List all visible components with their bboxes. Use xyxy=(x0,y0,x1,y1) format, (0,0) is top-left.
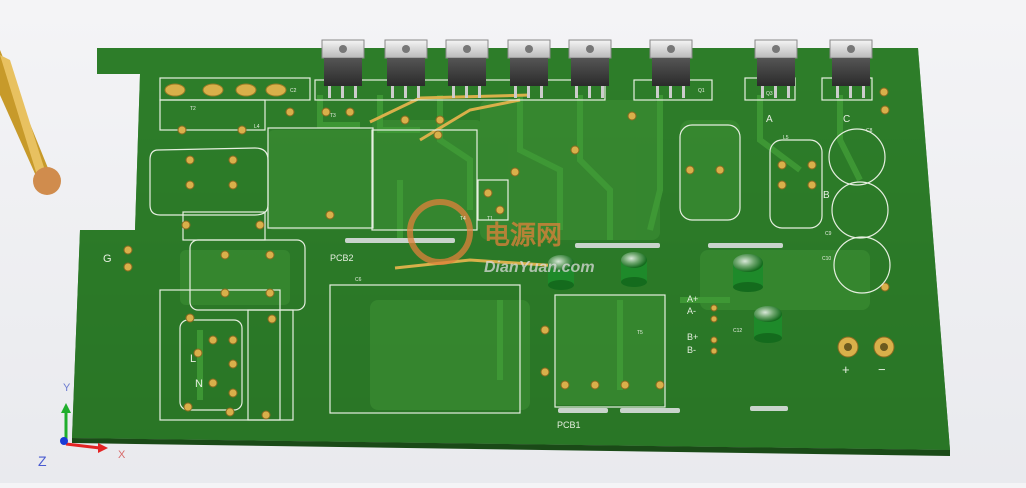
refdes: Q3 xyxy=(766,91,773,97)
watermark: 电源网 DianYuan.com xyxy=(407,199,595,276)
mosfet-row xyxy=(321,39,873,98)
label-c-top: C xyxy=(843,114,850,125)
mosfet xyxy=(507,39,551,98)
connector-strips xyxy=(345,238,788,413)
board-labels: G L N PCB2 PCB1 A C B A+ A- B+ B- + − T2… xyxy=(103,88,886,430)
refdes: C9 xyxy=(825,231,832,237)
label-b-plus: B+ xyxy=(687,332,698,342)
refdes: T4 xyxy=(460,216,466,222)
label-pcb2: PCB2 xyxy=(330,253,354,263)
silkscreen xyxy=(149,77,873,421)
refdes: C6 xyxy=(355,277,362,283)
refdes: Q1 xyxy=(698,88,705,94)
capacitor xyxy=(754,306,782,343)
label-b-side: B xyxy=(823,190,830,201)
label-a-minus: A- xyxy=(687,306,696,316)
refdes: C10 xyxy=(822,256,831,262)
label-plus: + xyxy=(842,362,850,377)
refdes: C12 xyxy=(733,328,742,334)
mosfet xyxy=(649,39,693,98)
label-g: G xyxy=(103,253,112,265)
mosfet xyxy=(829,39,873,98)
axis-triad: Y X Z xyxy=(38,382,126,469)
capacitor xyxy=(733,254,763,292)
watermark-logo-text: 电源网 xyxy=(484,220,562,250)
refdes: C8 xyxy=(866,128,873,134)
refdes: L5 xyxy=(783,135,789,141)
copper-traces xyxy=(197,95,863,400)
watermark-text: DianYuan.com xyxy=(484,259,595,276)
mosfet xyxy=(321,39,365,98)
mosfet xyxy=(568,39,612,98)
label-minus: − xyxy=(878,362,886,377)
label-pcb1: PCB1 xyxy=(557,420,581,430)
label-b-minus: B- xyxy=(687,345,696,355)
capacitor xyxy=(548,255,574,290)
electrolytic-capacitors xyxy=(548,252,782,343)
mosfet xyxy=(384,39,428,98)
capacitor xyxy=(621,252,647,287)
power-terminals xyxy=(837,336,895,358)
refdes: C2 xyxy=(290,88,297,94)
through-hole-pads xyxy=(123,87,890,420)
refdes: T3 xyxy=(330,113,336,119)
mosfet xyxy=(445,39,489,98)
label-a-plus: A+ xyxy=(687,294,698,304)
label-l: L xyxy=(190,353,196,365)
refdes: T2 xyxy=(190,106,196,112)
refdes: L4 xyxy=(254,124,260,130)
mosfet xyxy=(754,39,798,98)
capacitor-outlines xyxy=(828,128,891,294)
axis-z-label: Z xyxy=(38,453,47,469)
refdes: T5 xyxy=(637,330,643,336)
axis-x-label: X xyxy=(118,449,126,461)
refdes: T1 xyxy=(487,216,493,222)
axis-y-label: Y xyxy=(63,382,71,394)
oval-pads xyxy=(164,83,287,97)
label-n: N xyxy=(195,378,203,390)
label-a-top: A xyxy=(766,114,773,125)
probe-icon xyxy=(0,50,61,195)
